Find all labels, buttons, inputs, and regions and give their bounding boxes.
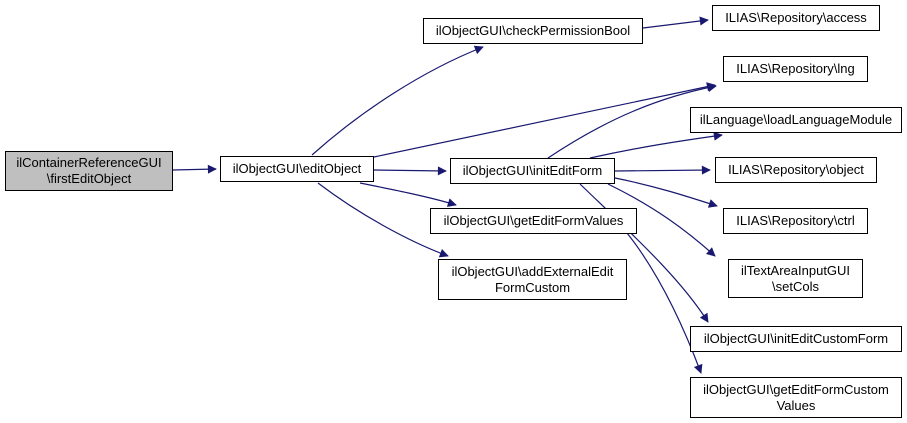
node-label: ilObjectGUI\getEditFormValues	[443, 213, 624, 228]
node-label: ILIAS\Repository\lng	[736, 61, 855, 76]
edge-initEditForm-lng	[547, 83, 717, 159]
edge-checkPermissionBool-access	[642, 16, 709, 29]
node-label: ilTextAreaInputGUI	[740, 262, 851, 278]
node-label: ilObjectGUI\initEditCustomForm	[703, 331, 889, 346]
node-getEditFormValues[interactable]: ilObjectGUI\getEditFormValues	[430, 208, 637, 234]
node-initEditCustomForm[interactable]: ilObjectGUI\initEditCustomForm	[690, 326, 902, 352]
node-firstEditObject: ilContainerReferenceGUI \firstEditObject	[5, 151, 173, 191]
node-addExternalEditFormCustom[interactable]: ilObjectGUI\addExternalEdit FormCustom	[438, 259, 627, 300]
node-label: ilObjectGUI\checkPermissionBool	[435, 23, 631, 38]
node-label: ilContainerReferenceGUI	[16, 155, 162, 170]
node-repository-lng[interactable]: ILIAS\Repository\lng	[723, 56, 868, 82]
node-label: ILIAS\Repository\ctrl	[736, 213, 855, 228]
node-label: \setCols	[772, 278, 819, 294]
edge-editObject-checkPermissionBool	[311, 45, 484, 156]
edge-editObject-getEditFormValues	[359, 182, 457, 207]
node-getEditFormCustomValues[interactable]: ilObjectGUI\getEditFormCustom Values	[690, 377, 902, 418]
node-label: ilObjectGUI\editObject	[232, 161, 362, 176]
edge-editObject-addExternalEditFormCustom	[317, 182, 449, 258]
node-label: ilObjectGUI\getEditFormCustom	[703, 381, 889, 397]
edge-editObject-initEditForm	[373, 166, 447, 176]
node-label: ILIAS\Repository\object	[728, 162, 864, 177]
node-label: Values	[776, 397, 816, 413]
node-label: ilObjectGUI\initEditForm	[462, 163, 603, 178]
node-checkPermissionBool[interactable]: ilObjectGUI\checkPermissionBool	[423, 18, 643, 44]
node-repository-ctrl[interactable]: ILIAS\Repository\ctrl	[723, 208, 868, 234]
node-repository-object[interactable]: ILIAS\Repository\object	[715, 157, 877, 183]
node-label: ilObjectGUI\addExternalEdit	[451, 263, 614, 279]
node-label: ILIAS\Repository\access	[725, 10, 867, 25]
edge-firstEditObject-editObject	[172, 164, 217, 174]
node-label: \firstEditObject	[46, 171, 132, 186]
node-loadLanguageModule[interactable]: ilLanguage\loadLanguageModule	[690, 107, 902, 133]
edge-getEditFormValues-getEditFormCustomValues	[626, 232, 703, 374]
edge-initEditForm-setCols	[607, 183, 716, 257]
edge-initEditForm-loadLanguageModule	[589, 131, 723, 159]
edge-initEditForm-initEditCustomForm	[579, 183, 709, 323]
edge-editObject-lng	[373, 82, 716, 158]
node-repository-access[interactable]: ILIAS\Repository\access	[712, 5, 880, 31]
node-setCols[interactable]: ilTextAreaInputGUI \setCols	[728, 259, 863, 298]
node-initEditForm[interactable]: ilObjectGUI\initEditForm	[450, 158, 615, 184]
node-label: ilLanguage\loadLanguageModule	[699, 112, 893, 127]
node-label: FormCustom	[494, 279, 571, 295]
edge-initEditForm-ctrl	[614, 177, 718, 208]
edge-initEditForm-object	[614, 165, 711, 175]
node-editObject[interactable]: ilObjectGUI\editObject	[220, 156, 374, 182]
